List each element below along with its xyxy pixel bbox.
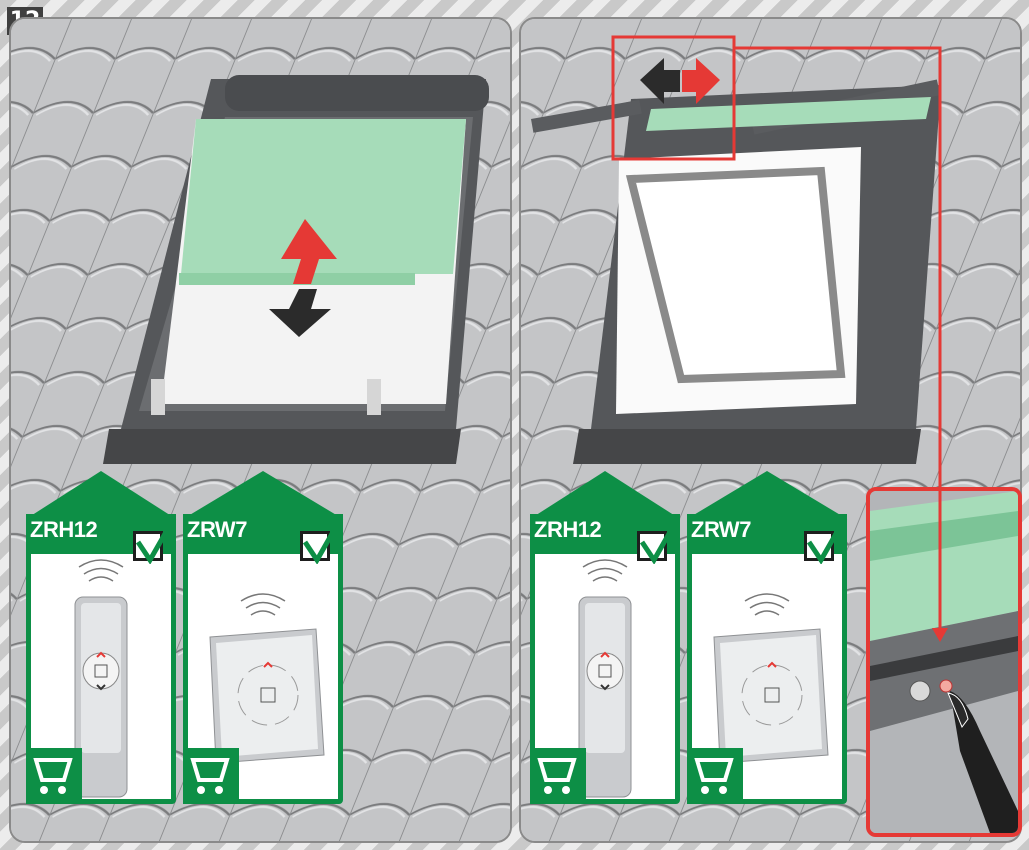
card-arrow [183,471,343,519]
product-label: ZRH12 [534,517,601,543]
wireless-signal-icon [241,594,285,615]
check-icon [638,516,682,564]
left-panel: ZRH12 ZRW7 [9,17,512,843]
check-box [637,531,667,561]
shop-badge [687,748,743,804]
card-arrow [26,471,176,519]
detail-inset [866,487,1022,837]
check-box [133,531,163,561]
product-label: ZRH12 [30,517,97,543]
card-arrow [687,471,847,519]
product-label: ZRW7 [187,517,247,543]
product-card-zrw7: ZRW7 [183,514,343,804]
cart-icon [536,754,580,798]
shop-badge [530,748,586,804]
product-card-zrh12: ZRH12 [530,514,680,804]
wireless-signal-icon [745,594,789,615]
check-icon [805,516,849,564]
check-icon [301,516,345,564]
cart-icon [189,754,233,798]
wireless-signal-icon [79,560,123,581]
cart-icon [32,754,76,798]
cart-icon [693,754,737,798]
product-label: ZRW7 [691,517,751,543]
check-icon [134,516,178,564]
check-box [804,531,834,561]
check-box [300,531,330,561]
motor-button-detail [870,491,1018,833]
product-card-zrh12: ZRH12 [26,514,176,804]
card-arrow [530,471,680,519]
shop-badge [26,748,82,804]
wireless-signal-icon [583,560,627,581]
product-card-zrw7: ZRW7 [687,514,847,804]
shop-badge [183,748,239,804]
